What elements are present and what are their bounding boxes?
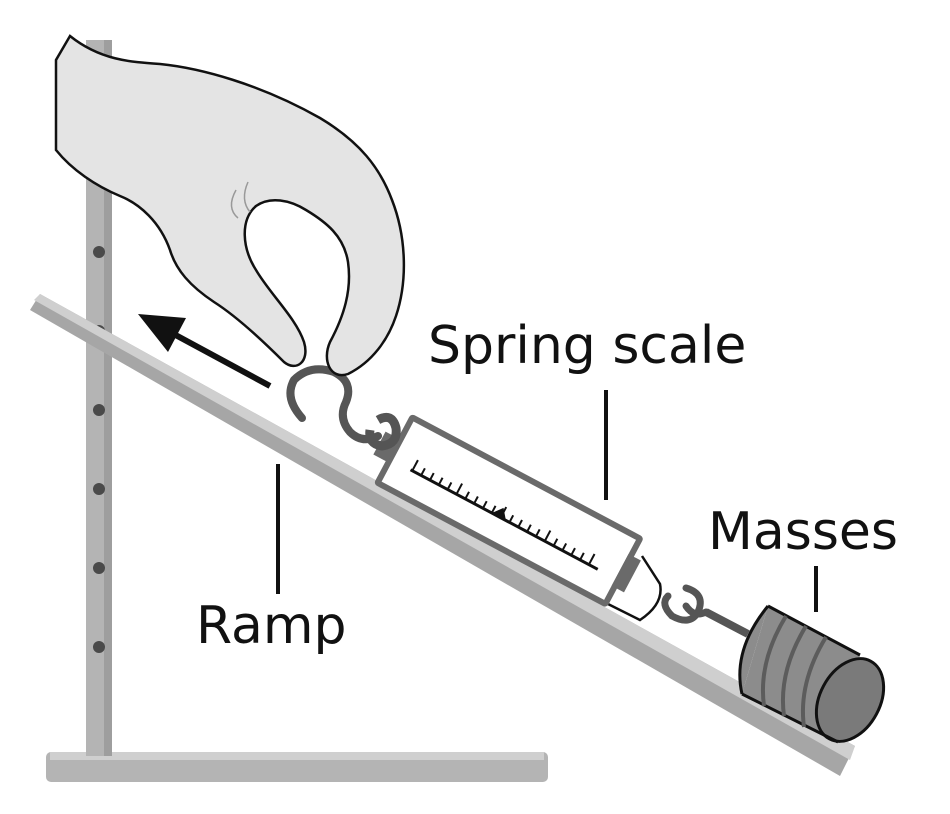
ramp: [30, 294, 855, 776]
ramp-label: Ramp: [196, 596, 347, 656]
pull-direction-arrow: [138, 314, 272, 389]
stand-pole-edge: [104, 40, 112, 756]
hand: [54, 34, 406, 377]
spring-scale: [286, 365, 710, 624]
spring-scale-label: Spring scale: [428, 316, 747, 376]
stand-holes: [93, 246, 105, 653]
masses-label: Masses: [708, 502, 898, 562]
masses: [704, 604, 886, 744]
stand-base-top: [50, 752, 544, 760]
hand-knuckle-lines: [230, 181, 251, 219]
